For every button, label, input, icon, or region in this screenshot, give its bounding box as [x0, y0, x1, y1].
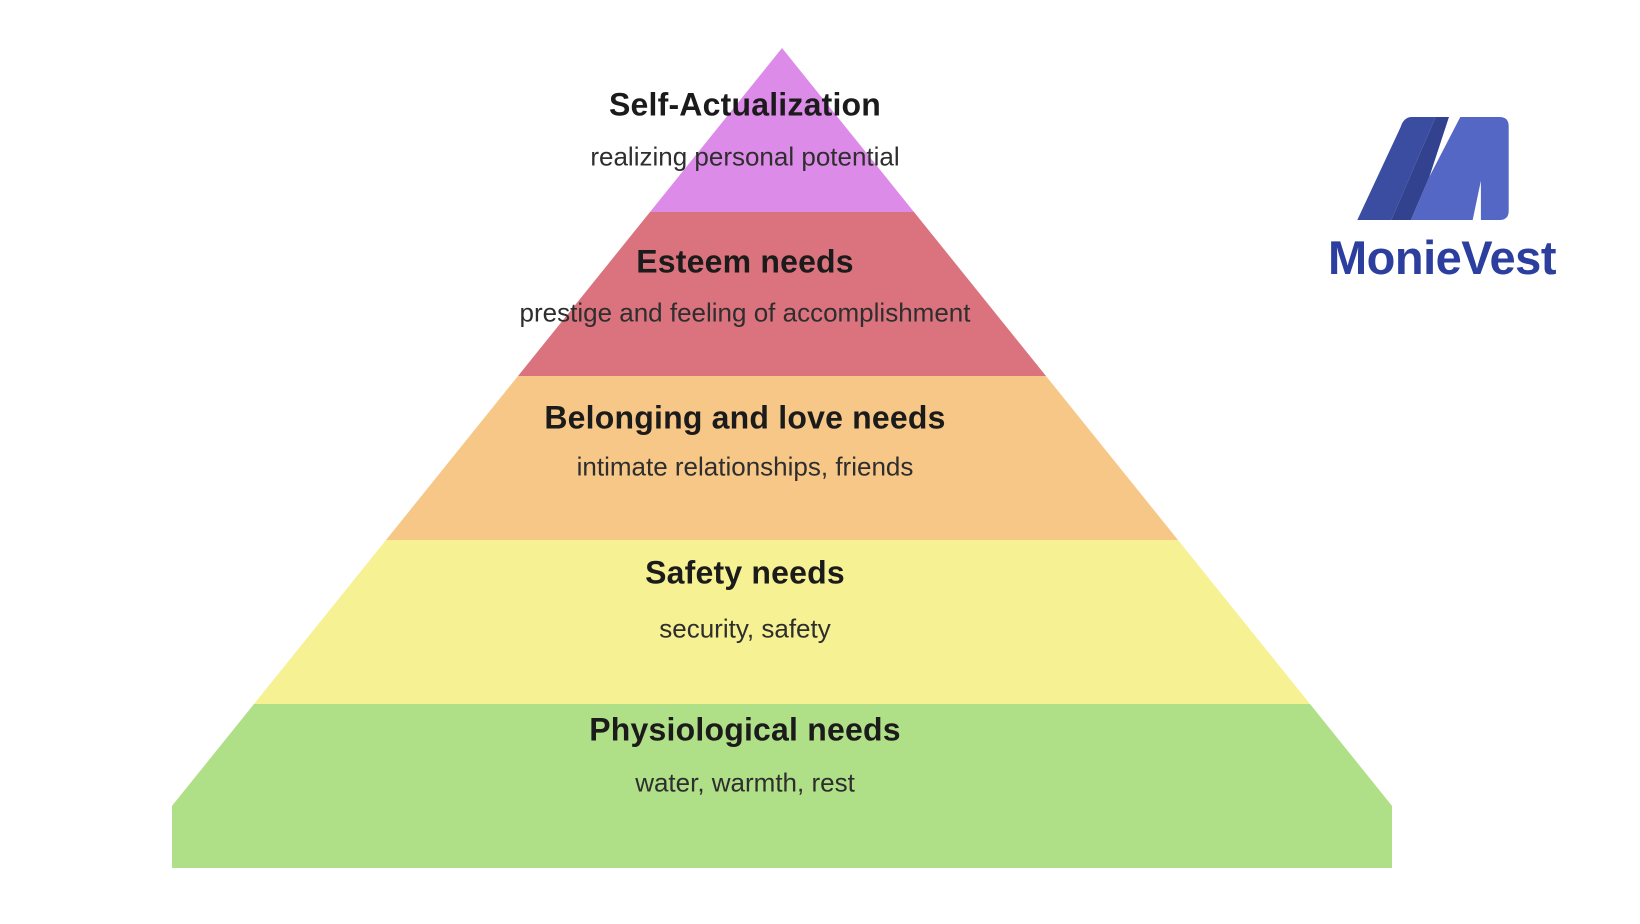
level-5-title: Physiological needs — [589, 711, 901, 748]
level-2-title: Esteem needs — [636, 243, 854, 280]
level-4-subtitle: security, safety — [659, 613, 831, 644]
pyramid-level-self-actualization — [650, 48, 914, 212]
level-5-subtitle: water, warmth, rest — [635, 767, 855, 798]
level-4-title: Safety needs — [645, 554, 845, 591]
level-3-subtitle: intimate relationships, friends — [576, 451, 914, 482]
monievest-m-icon — [1357, 117, 1509, 220]
level-1-title: Self-Actualization — [608, 86, 882, 123]
m-icon-dark-shape — [1357, 117, 1436, 220]
pyramid-level-safety — [254, 540, 1310, 704]
level-1-subtitle: realizing personal potential — [590, 141, 900, 172]
pyramid-level-physiological — [172, 704, 1392, 868]
monievest-wordmark: MonieVest — [1328, 231, 1556, 284]
monievest-logo: MonieVest — [1305, 112, 1580, 287]
m-icon-shade-shape — [1391, 117, 1449, 220]
pyramid-level-esteem — [518, 212, 1046, 376]
m-icon-light-shape — [1410, 117, 1509, 220]
level-2-subtitle: prestige and feeling of accomplishment — [519, 297, 971, 328]
level-3-title: Belonging and love needs — [544, 399, 946, 436]
pyramid-level-belonging — [386, 376, 1178, 540]
